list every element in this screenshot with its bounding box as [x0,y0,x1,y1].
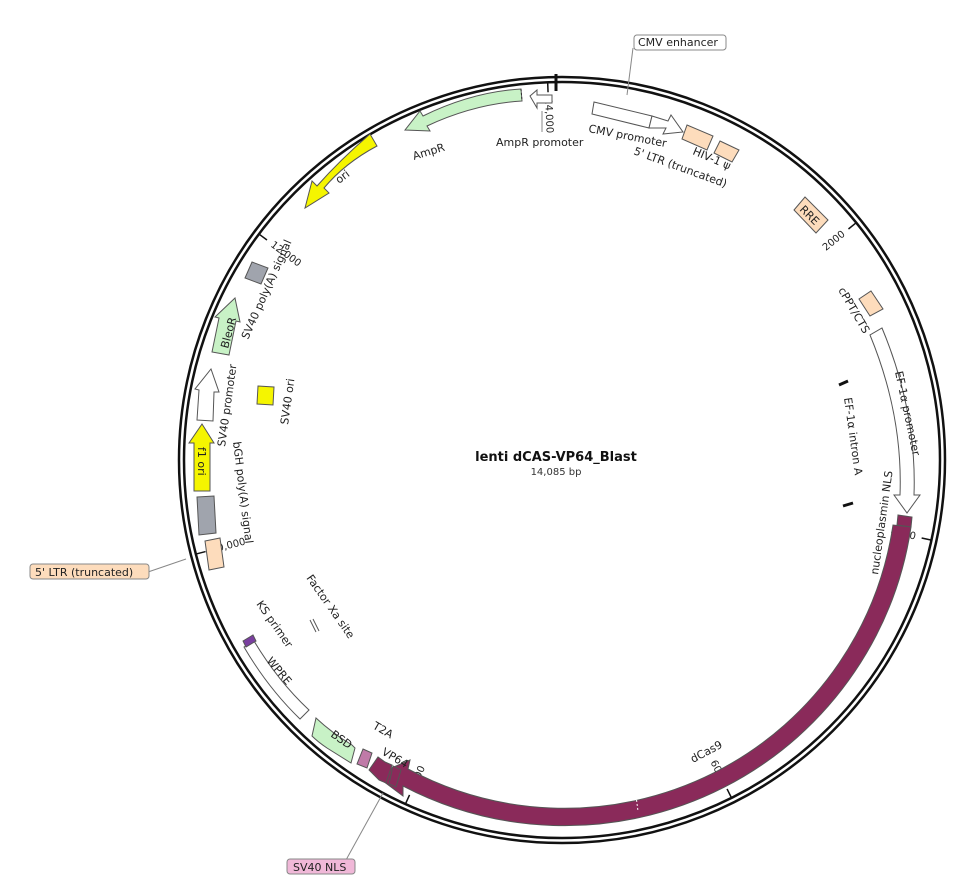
tick-label: 14,000 [542,98,554,133]
feature-shape [681,124,714,151]
feature-shape [713,140,740,163]
feature-f1-ori[interactable]: f1 ori [188,423,215,492]
feature-label: AmpR promoter [496,136,584,149]
backbone-outer [177,75,947,845]
feature-label: SV40 promoter [215,363,239,448]
feature-label: SV40 poly(A) signal [239,238,295,341]
feature-ampr-promoter[interactable]: AmpR promoter [496,88,584,149]
intron-cap-top [838,379,849,387]
feature-shape [374,524,912,827]
feature-cmv-enhancer[interactable]: CMV enhancer [591,34,727,129]
feature-shape [311,717,356,764]
callout-box [29,563,150,580]
feature-ori[interactable]: ori [304,133,378,210]
feature-label: Factor Xa site [304,572,358,641]
feature-shape [869,327,921,514]
feature-cppt-cts[interactable]: cPPT/CTS [835,285,884,336]
feature-shape [242,634,257,648]
feature-shape [196,495,217,536]
feature-shape [194,367,220,422]
feature-shape [648,114,684,135]
feature-ef1a-intron-a[interactable]: EF-1α intron A [838,379,865,508]
feature-label: SV40 ori [278,378,297,426]
feature-shape [204,537,225,571]
feature-shape [529,88,553,110]
feature-shape [211,297,241,356]
feature-shape [368,756,393,784]
feature-shape [188,423,215,492]
callout-line [626,47,634,96]
feature-shape [388,765,402,788]
feature-label: SV40 NLS [293,861,346,874]
feature-shape [858,290,884,317]
tick-mark [258,233,268,241]
feature-factor-xa-site[interactable]: Factor Xa site [304,572,358,641]
tick-mark [921,537,932,541]
feature-shape [304,133,378,210]
site-mark [309,619,317,633]
feature-shape [793,196,829,234]
feature-sv40-nls[interactable]: SV40 NLS [286,765,402,875]
backbone-inner [182,80,942,840]
callout-line [345,792,384,861]
feature-sv40-ori[interactable]: SV40 ori [256,378,297,426]
intron-cap-bottom [842,501,854,508]
feature-5-ltr-left[interactable]: 5' LTR (truncated) [29,537,225,580]
feature-label: KS primer [254,598,296,650]
callout-box [286,858,356,875]
callout-box [633,34,727,51]
feature-shape [403,88,523,132]
feature-bleor[interactable]: BleoR [211,297,241,356]
plasmid-title: lenti dCAS-VP64_Blast [475,450,637,465]
feature-rre[interactable]: RRE [793,196,829,234]
feature-label: T2A [370,719,396,742]
tick-label: 2000 [821,229,848,254]
feature-label: EF-1α intron A [841,397,865,477]
tick-mark [847,222,857,230]
feature-label: bGH poly(A) signal [230,441,255,545]
tick-mark [726,788,733,799]
feature-ampr[interactable]: AmpR [403,88,523,163]
plasmid-length: 14,085 bp [531,467,582,478]
feature-label: AmpR [411,141,447,163]
feature-gap [635,795,639,812]
feature-label: f1 ori [195,447,208,476]
feature-dcas9[interactable]: dCas9 [374,524,912,827]
site-mark [312,618,320,632]
feature-label: 5' LTR (truncated) [35,566,133,579]
callout-line [147,558,187,573]
feature-ef1a-promoter[interactable]: EF-1α promoter [869,327,923,514]
feature-shape [356,748,373,769]
feature-label: CMV enhancer [638,36,718,49]
feature-sv40-polya[interactable]: SV40 poly(A) signal [239,238,295,341]
tick-mark [195,550,206,555]
tick-mark [404,794,411,805]
feature-ks-primer[interactable]: KS primer [242,598,296,651]
feature-shape [244,261,269,285]
feature-shape [256,385,275,406]
